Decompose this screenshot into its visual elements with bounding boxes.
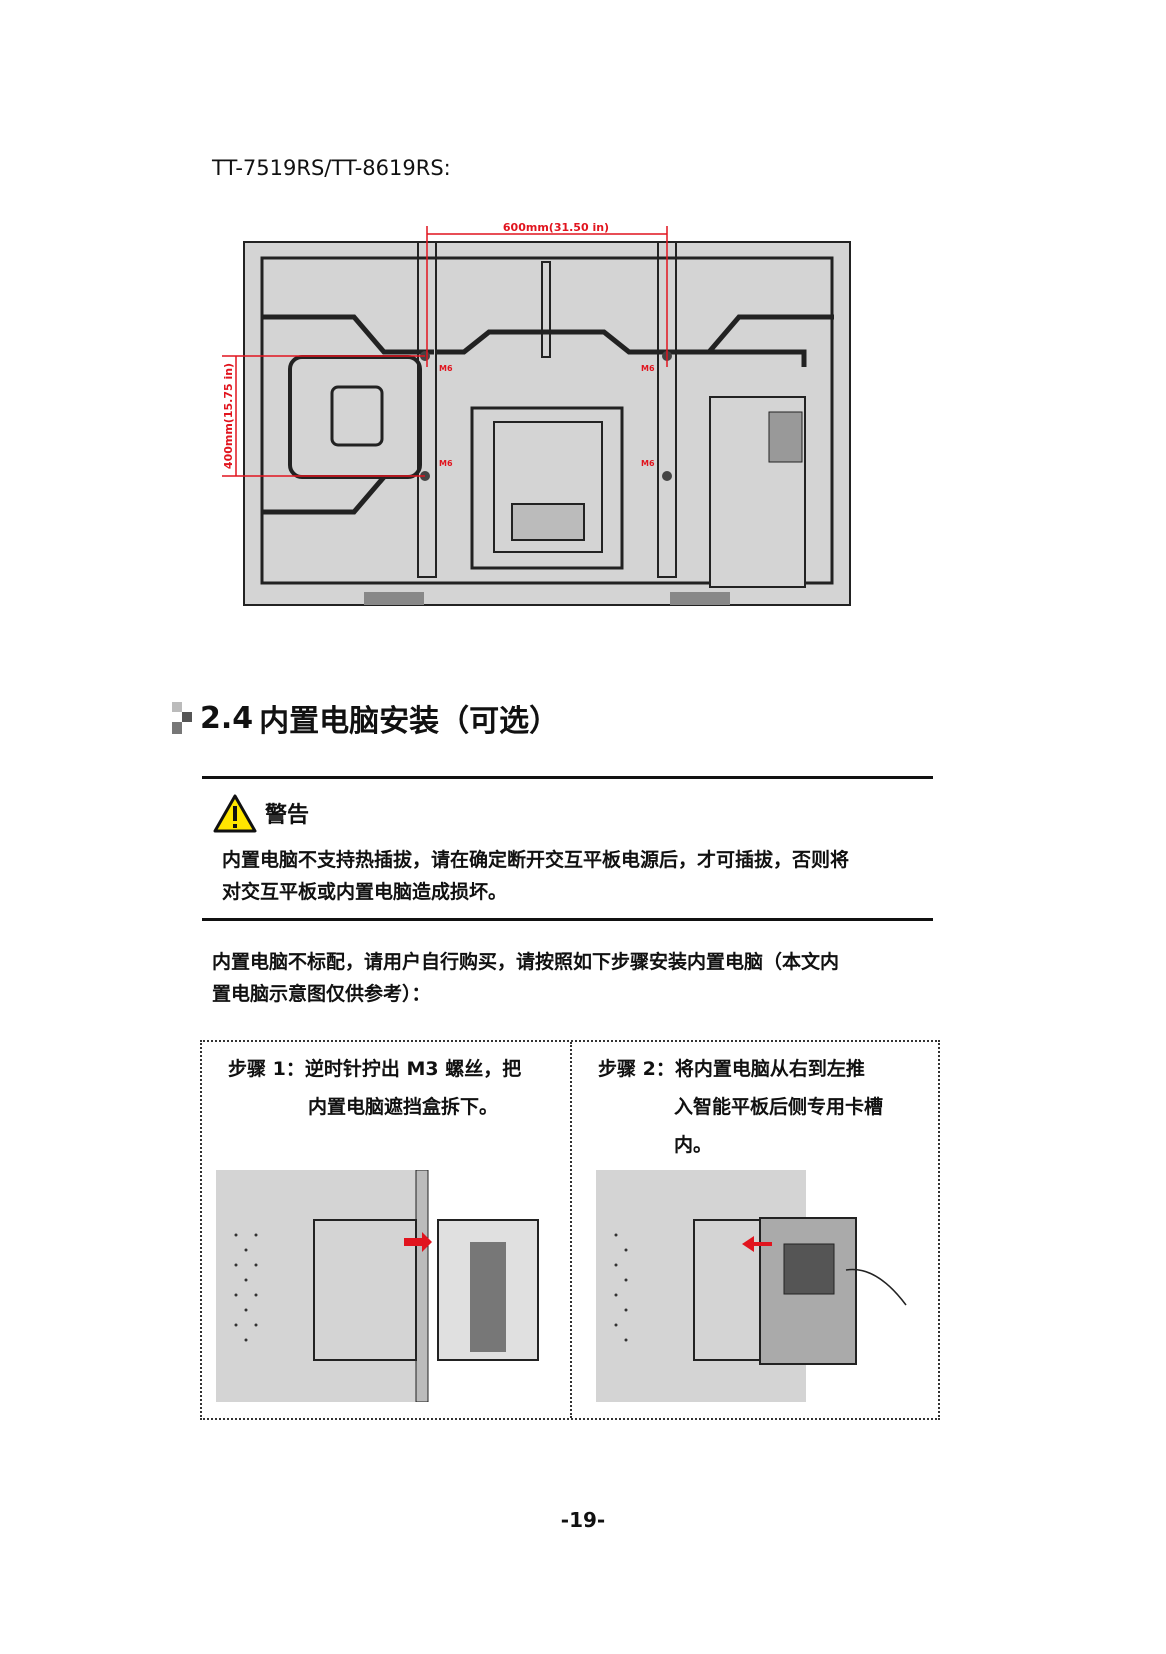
width-dimension: 600mm(31.50 in) <box>503 221 609 234</box>
warning-icon <box>213 794 257 833</box>
section-number: 2.4 <box>200 700 254 736</box>
section-title: 内置电脑安装（可选） <box>259 704 560 739</box>
step-1-illustration <box>216 1170 539 1402</box>
step-2: 步骤 2：将内置电脑从右到左推 入智能平板后侧专用卡槽 内。 <box>598 1050 883 1164</box>
divider <box>202 776 933 779</box>
step-label: 步骤 1： <box>228 1058 305 1080</box>
step-line: 内置电脑遮挡盒拆下。 <box>308 1096 499 1118</box>
section-marker-icon <box>172 702 192 734</box>
intro-line: 内置电脑不标配，请用户自行购买，请按照如下步骤安装内置电脑（本文内 <box>212 951 840 973</box>
intro-line: 置电脑示意图仅供参考）： <box>212 983 431 1005</box>
step-label: 步骤 2： <box>598 1058 675 1080</box>
warning-title: 警告 <box>265 803 310 828</box>
step-line: 将内置电脑从右到左推 <box>674 1058 865 1080</box>
step-line: 逆时针拧出 M3 螺丝，把 <box>304 1058 522 1080</box>
divider <box>202 918 933 921</box>
model-label: TT-7519RS/TT-8619RS: <box>212 156 451 180</box>
steps-box: 步骤 1：逆时针拧出 M3 螺丝，把 内置电脑遮挡盒拆下。 步骤 2：将内置电脑… <box>200 1040 940 1420</box>
step-line: 入智能平板后侧专用卡槽 <box>674 1096 884 1118</box>
page-number: -19- <box>560 1508 606 1532</box>
warning-text: 内置电脑不支持热插拔，请在确定断开交互平板电源后，才可插拔，否则将 对交互平板或… <box>222 844 922 908</box>
rear-panel-diagram: 600mm(31.50 in) 400mm(15.75 in) M6 M6 M6… <box>222 221 851 606</box>
screw-label: M6 <box>641 459 655 468</box>
screw-label: M6 <box>641 364 655 373</box>
warning-line: 对交互平板或内置电脑造成损坏。 <box>222 881 508 903</box>
section-heading: 2.4 内置电脑安装（可选） <box>172 696 559 740</box>
step-line: 内。 <box>674 1134 713 1156</box>
height-dimension: 400mm(15.75 in) <box>222 363 235 469</box>
intro-paragraph: 内置电脑不标配，请用户自行购买，请按照如下步骤安装内置电脑（本文内 置电脑示意图… <box>212 946 912 1010</box>
warning-line: 内置电脑不支持热插拔，请在确定断开交互平板电源后，才可插拔，否则将 <box>222 849 850 871</box>
step-2-illustration <box>596 1170 907 1402</box>
screw-label: M6 <box>439 364 453 373</box>
step-1: 步骤 1：逆时针拧出 M3 螺丝，把 内置电脑遮挡盒拆下。 <box>228 1050 521 1126</box>
screw-label: M6 <box>439 459 453 468</box>
warning-header: 警告 <box>213 793 309 833</box>
